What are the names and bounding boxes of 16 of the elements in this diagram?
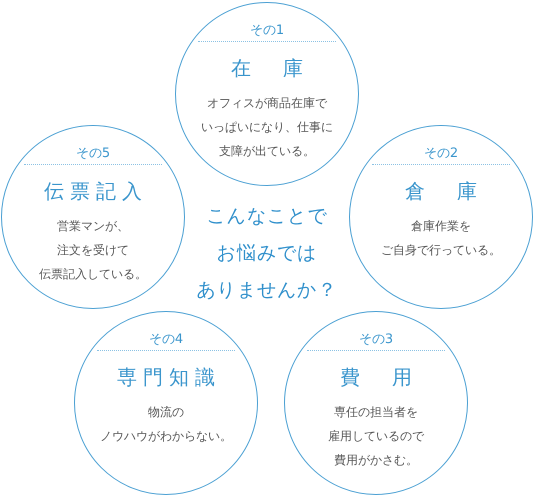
number-label: その5 — [76, 145, 110, 162]
description-text: 専任の担当者を雇用しているので費用がかさむ。 — [328, 404, 424, 469]
number-label: その1 — [250, 22, 284, 39]
question-heading: こんなことでお悩みではありませんか？ — [196, 204, 338, 303]
topic-title: 伝票記入 — [44, 178, 148, 205]
topic-title: 倉 庫 — [405, 178, 483, 205]
description-text: オフィスが商品在庫でいっぱいになり、仕事に支障が出ている。 — [201, 95, 333, 160]
number-label: その4 — [148, 331, 184, 348]
topic-title: 費 用 — [340, 364, 418, 391]
description-text: 物流のノウハウがわからない。 — [100, 404, 232, 445]
description-text: 倉庫作業をご自身で行っている。 — [381, 218, 501, 259]
number-label: その2 — [424, 145, 458, 162]
number-label: その3 — [358, 331, 394, 348]
topic-title: 専門知識 — [117, 364, 221, 391]
description-text: 営業マンが、注文を受けて伝票記入している。 — [39, 218, 147, 283]
topic-title: 在 庫 — [231, 55, 309, 82]
